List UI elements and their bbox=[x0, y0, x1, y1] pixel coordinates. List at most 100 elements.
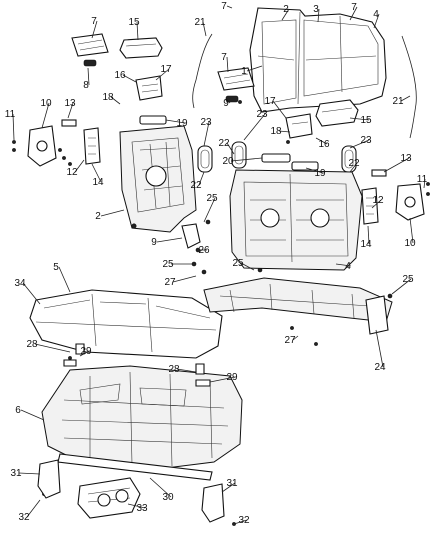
trim-19-right bbox=[291, 161, 319, 171]
callout-label-11: 11 bbox=[417, 174, 428, 185]
callout-label-16: 16 bbox=[318, 139, 330, 150]
leader-line-22 bbox=[198, 171, 205, 186]
leader-line-20 bbox=[230, 157, 263, 162]
trim-19-left bbox=[139, 115, 167, 125]
callout-label-19: 19 bbox=[176, 118, 188, 129]
leader-line-28 bbox=[176, 368, 197, 373]
callout-label-28: 28 bbox=[168, 364, 180, 375]
seat-back-frame-left bbox=[119, 125, 197, 233]
leader-line-12 bbox=[74, 159, 85, 173]
callout-label-24: 24 bbox=[374, 362, 386, 373]
callout-label-14: 14 bbox=[92, 177, 104, 188]
hinge-plate-left bbox=[27, 125, 57, 167]
callout-label-4: 4 bbox=[373, 9, 379, 20]
bolts-28-29 bbox=[63, 343, 211, 387]
callout-label-25: 25 bbox=[162, 259, 174, 270]
callout-label-2: 2 bbox=[283, 4, 289, 15]
callout-label-22: 22 bbox=[190, 180, 202, 191]
leader-line-10 bbox=[41, 102, 50, 129]
clip-13-left bbox=[61, 119, 77, 127]
callout-label-27: 27 bbox=[284, 335, 296, 346]
leader-line-31 bbox=[18, 472, 41, 475]
callout-label-22: 22 bbox=[218, 138, 230, 149]
callout-label-25: 25 bbox=[206, 193, 218, 204]
leader-line-29 bbox=[79, 350, 90, 357]
callout-label-7: 7 bbox=[351, 2, 357, 13]
leader-line-7 bbox=[349, 6, 358, 21]
leader-line-1 bbox=[246, 65, 263, 72]
callout-label-15: 15 bbox=[360, 115, 372, 126]
callout-label-8: 8 bbox=[83, 80, 89, 91]
leader-line-9 bbox=[228, 99, 233, 104]
leader-line-17 bbox=[272, 100, 287, 119]
callout-label-13: 13 bbox=[64, 98, 76, 109]
callout-label-31: 31 bbox=[10, 468, 22, 479]
leader-line-12 bbox=[371, 199, 382, 209]
callout-label-28: 28 bbox=[26, 339, 38, 350]
callout-label-18: 18 bbox=[102, 92, 114, 103]
callout-label-29: 29 bbox=[226, 372, 238, 383]
callout-label-23: 23 bbox=[360, 135, 372, 146]
leader-line-22 bbox=[349, 162, 358, 173]
callout-label-10: 10 bbox=[404, 238, 416, 249]
leader-line-18 bbox=[278, 130, 291, 133]
leader-line-19 bbox=[165, 119, 186, 124]
callout-label-2: 2 bbox=[95, 211, 101, 222]
leader-line-27 bbox=[292, 335, 299, 341]
callout-label-3: 3 bbox=[313, 4, 319, 15]
latch-right bbox=[361, 187, 379, 225]
leader-line-34 bbox=[22, 282, 41, 305]
pivot-cover-center bbox=[231, 141, 247, 169]
leader-line-23 bbox=[243, 113, 266, 141]
leader-line-15 bbox=[136, 21, 139, 41]
leader-line-8 bbox=[87, 67, 90, 86]
leader-line-11 bbox=[423, 178, 426, 189]
callout-label-17: 17 bbox=[264, 96, 276, 107]
callout-label-32: 32 bbox=[238, 515, 250, 526]
leader-line-32 bbox=[233, 519, 248, 525]
callout-label-14: 14 bbox=[360, 239, 372, 250]
callout-label-32: 32 bbox=[18, 512, 30, 523]
seat-rail-30 bbox=[57, 453, 213, 481]
leader-line-17 bbox=[155, 68, 170, 81]
leader-line-2 bbox=[100, 209, 125, 217]
leader-line-30 bbox=[149, 477, 172, 498]
callout-label-31: 31 bbox=[226, 478, 238, 489]
trim-20 bbox=[261, 153, 291, 163]
callout-label-7: 7 bbox=[91, 16, 97, 27]
leader-line-24 bbox=[375, 329, 384, 368]
callout-label-23: 23 bbox=[200, 117, 212, 128]
leader-line-7 bbox=[91, 20, 98, 39]
leader-line-16 bbox=[122, 74, 137, 83]
hinge-bracket-left bbox=[135, 75, 163, 101]
leader-line-2 bbox=[281, 8, 290, 21]
release-cable-left bbox=[192, 33, 213, 109]
seat-cushion bbox=[29, 289, 223, 359]
leader-line-33 bbox=[127, 503, 146, 509]
callout-label-21: 21 bbox=[194, 17, 206, 28]
callout-label-5: 5 bbox=[53, 262, 59, 273]
callout-label-10: 10 bbox=[40, 98, 52, 109]
leader-line-4 bbox=[373, 13, 380, 29]
seat-back-cushion bbox=[249, 7, 387, 113]
leader-line-23 bbox=[349, 139, 370, 149]
callout-label-25: 25 bbox=[232, 258, 244, 269]
leader-line-13 bbox=[383, 157, 410, 173]
callout-label-9: 9 bbox=[151, 237, 157, 248]
leader-line-5 bbox=[58, 266, 71, 293]
callout-label-33: 33 bbox=[136, 503, 148, 514]
leader-line-22 bbox=[226, 142, 235, 155]
headrest-right bbox=[315, 99, 359, 127]
leader-line-16 bbox=[315, 137, 328, 145]
callout-label-27: 27 bbox=[164, 277, 176, 288]
callout-label-23: 23 bbox=[256, 109, 268, 120]
leader-line-15 bbox=[349, 117, 370, 121]
leader-lines bbox=[12, 5, 426, 525]
callout-label-7: 7 bbox=[221, 1, 227, 12]
callout-label-22: 22 bbox=[348, 158, 360, 169]
leader-line-18 bbox=[110, 96, 121, 105]
leader-line-11 bbox=[12, 113, 15, 141]
